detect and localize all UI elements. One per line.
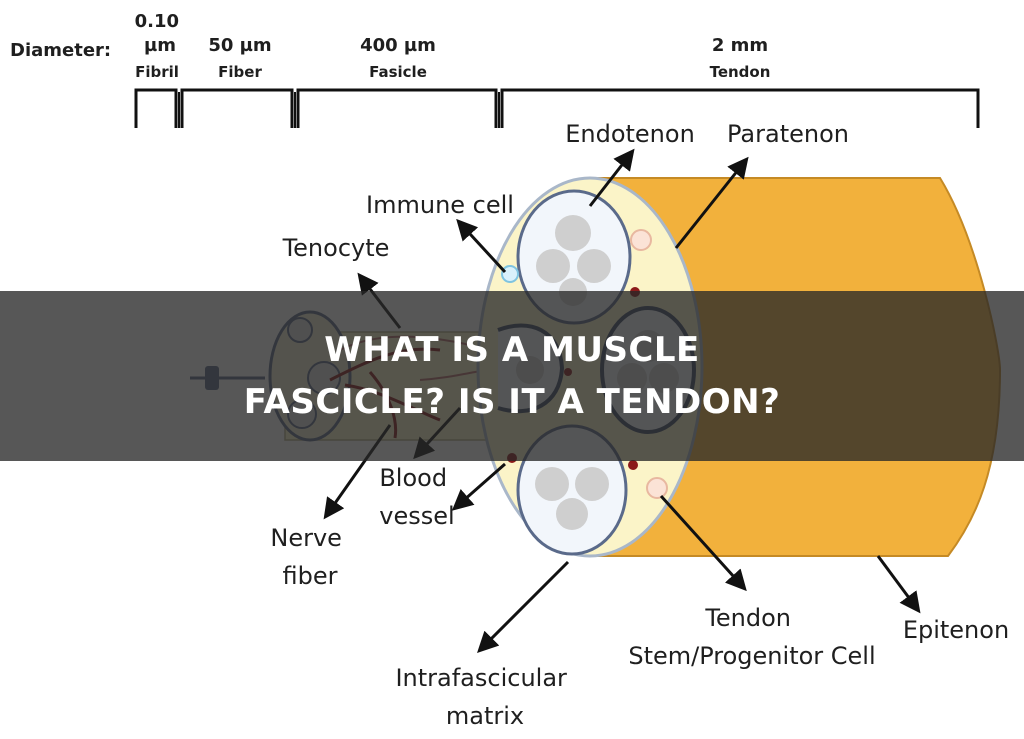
diameter-scale: Diameter: 0.10 µm Fibril 50 µm Fiber 400…	[10, 11, 980, 128]
label-nerve-fiber-line1: Nerve	[270, 524, 342, 552]
scale-size-tendon: 2 mm	[712, 35, 768, 56]
arrow-endotenon	[588, 148, 635, 207]
label-paratenon: Paratenon	[727, 120, 849, 148]
blood-vessel-dot-4	[628, 460, 638, 470]
scale-name-tendon: Tendon	[710, 63, 771, 81]
tspc-dot-lower	[646, 477, 668, 499]
scale-bracket-fibril	[134, 88, 178, 128]
label-tspc-line2: Stem/Progenitor Cell	[628, 642, 875, 670]
scale-size-fiber: 50 µm	[208, 35, 271, 56]
scale-bracket-fiber	[180, 88, 294, 128]
label-immune-cell: Immune cell	[366, 191, 514, 219]
arrow-blood-vessel-2	[451, 462, 506, 511]
scale-bracket-fascicle	[296, 88, 498, 128]
label-tspc: Tendon Stem/Progenitor Cell	[628, 604, 875, 670]
label-intrafascicular-matrix: Intrafascicular matrix	[395, 664, 574, 730]
scale-size-fibril-line2: µm	[144, 35, 176, 56]
label-epitenon: Epitenon	[903, 616, 1009, 644]
scale-heading: Diameter:	[10, 40, 111, 61]
label-nerve-fiber: Nerve fiber	[270, 524, 349, 590]
title-banner: What is a muscle fascicle? Is it a tendo…	[0, 291, 1024, 461]
arrow-tspc	[659, 494, 747, 592]
scale-size-fibril-line1: 0.10	[135, 11, 179, 32]
page-title: What is a muscle fascicle? Is it a tendo…	[243, 330, 781, 422]
label-blood-vessel: Blood vessel	[379, 464, 454, 530]
scale-size-fascicle: 400 µm	[360, 35, 436, 56]
scale-name-fascicle: Fasicle	[369, 63, 427, 81]
scale-name-fibril: Fibril	[135, 63, 179, 81]
label-blood-vessel-line2: vessel	[379, 502, 454, 530]
arrow-epitenon	[876, 555, 921, 614]
label-tenocyte: Tenocyte	[282, 234, 390, 262]
tspc-dot-upper	[630, 229, 652, 251]
label-tspc-line1: Tendon	[704, 604, 791, 632]
label-intrafascicular-matrix-line2: matrix	[446, 702, 524, 730]
label-blood-vessel-line1: Blood	[379, 464, 447, 492]
immune-cell-dot	[501, 265, 519, 283]
scale-name-fiber: Fiber	[218, 63, 262, 81]
label-intrafascicular-matrix-line1: Intrafascicular	[395, 664, 567, 692]
scale-size-fibril: 0.10 µm	[135, 11, 186, 56]
label-endotenon: Endotenon	[565, 120, 695, 148]
label-nerve-fiber-line2: fiber	[283, 562, 338, 590]
arrow-intrafascicular-matrix	[477, 560, 570, 653]
arrow-immune-cell	[456, 218, 507, 274]
scale-bracket-tendon	[500, 88, 980, 128]
arrow-paratenon	[674, 156, 749, 249]
